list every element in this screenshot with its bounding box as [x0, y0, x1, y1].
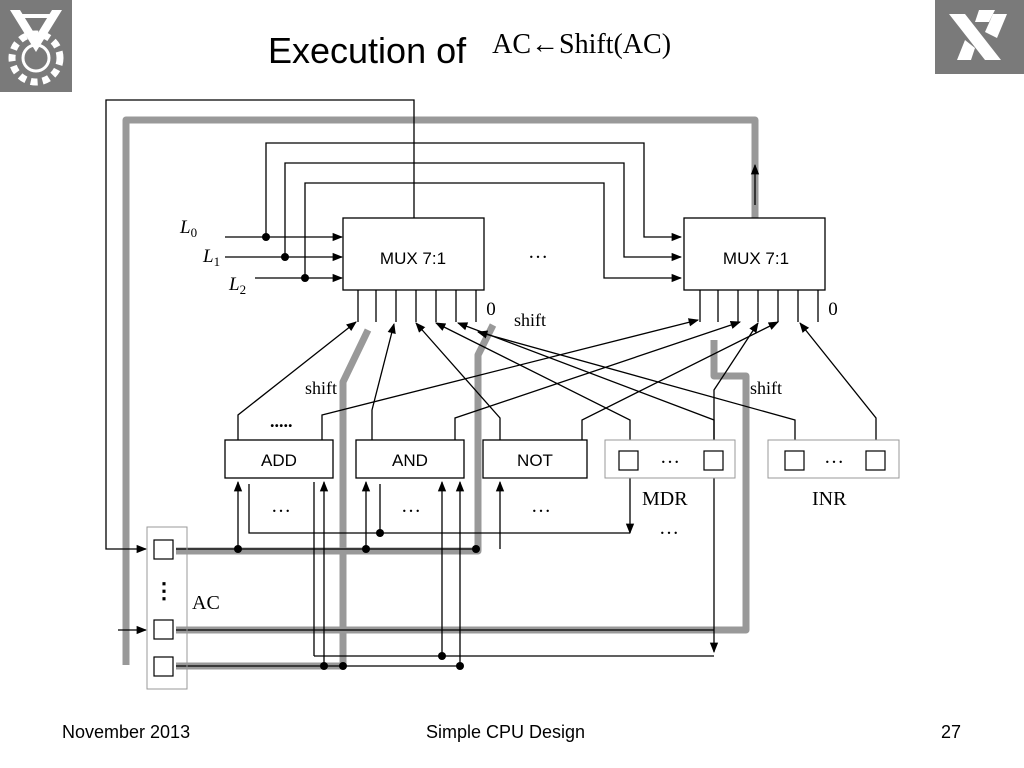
mux-right-label: MUX 7:1: [723, 249, 789, 268]
add-inputs-ellipsis: …: [271, 495, 291, 517]
add-block: [224, 439, 334, 479]
add-block-label: ADD: [261, 451, 297, 470]
ac-vertical-ellipsis: ⋮: [153, 578, 175, 603]
technion-emblem-icon: [0, 0, 72, 92]
shift-label-right: shift: [750, 378, 782, 398]
ac-bit-cell: [153, 619, 174, 640]
and-inputs-ellipsis: …: [401, 495, 421, 517]
zero-input-left: 0: [486, 299, 496, 320]
shift-label-top: shift: [514, 310, 546, 330]
slide-title: Execution of AC←Shift(AC): [268, 29, 672, 80]
select-label-l2: L2: [228, 274, 246, 297]
title-formula: AC←Shift(AC): [492, 29, 672, 60]
footer-page-number: 27: [941, 722, 962, 742]
mux-ellipsis: …: [528, 241, 548, 263]
not-inputs-ellipsis: …: [531, 495, 551, 517]
mux-left-box: [342, 217, 485, 291]
junction-dots: [234, 233, 480, 670]
footer-date: November 2013: [62, 722, 191, 742]
not-block-label: NOT: [517, 451, 553, 470]
zero-input-right: 0: [828, 299, 838, 320]
shift-data-path-highlight: [122, 116, 759, 670]
select-label-l1: L1: [202, 246, 220, 269]
hebrew-letters-logo-icon: [935, 0, 1024, 74]
mdr-bits-ellipsis: …: [660, 446, 680, 468]
mdr-label: MDR: [642, 488, 688, 510]
mdr-bit-cell: [703, 450, 724, 471]
ac-bit-cell: [153, 656, 174, 677]
inr-label: INR: [812, 488, 847, 510]
not-block: [482, 439, 588, 479]
mdr-below-ellipsis: …: [659, 517, 679, 539]
select-label-l0: L0: [179, 217, 197, 240]
inr-bit-cell: [784, 450, 805, 471]
and-block-label: AND: [392, 451, 428, 470]
ac-bit-cell: [153, 539, 174, 560]
inr-bit-cell: [865, 450, 886, 471]
ac-label: AC: [192, 592, 220, 614]
and-block: [355, 439, 465, 479]
inr-bits-ellipsis: …: [824, 446, 844, 468]
title-text: Execution of: [268, 30, 467, 71]
mux-left-label: MUX 7:1: [380, 249, 446, 268]
footer-title: Simple CPU Design: [426, 722, 586, 742]
shift-label-left: shift: [305, 378, 337, 398]
dash-ellipsis: .....: [270, 411, 293, 431]
datapath-wires: [105, 99, 877, 667]
mux-right-box: [683, 217, 826, 291]
ac-register-frame: [146, 526, 188, 690]
mdr-bit-cell: [618, 450, 639, 471]
